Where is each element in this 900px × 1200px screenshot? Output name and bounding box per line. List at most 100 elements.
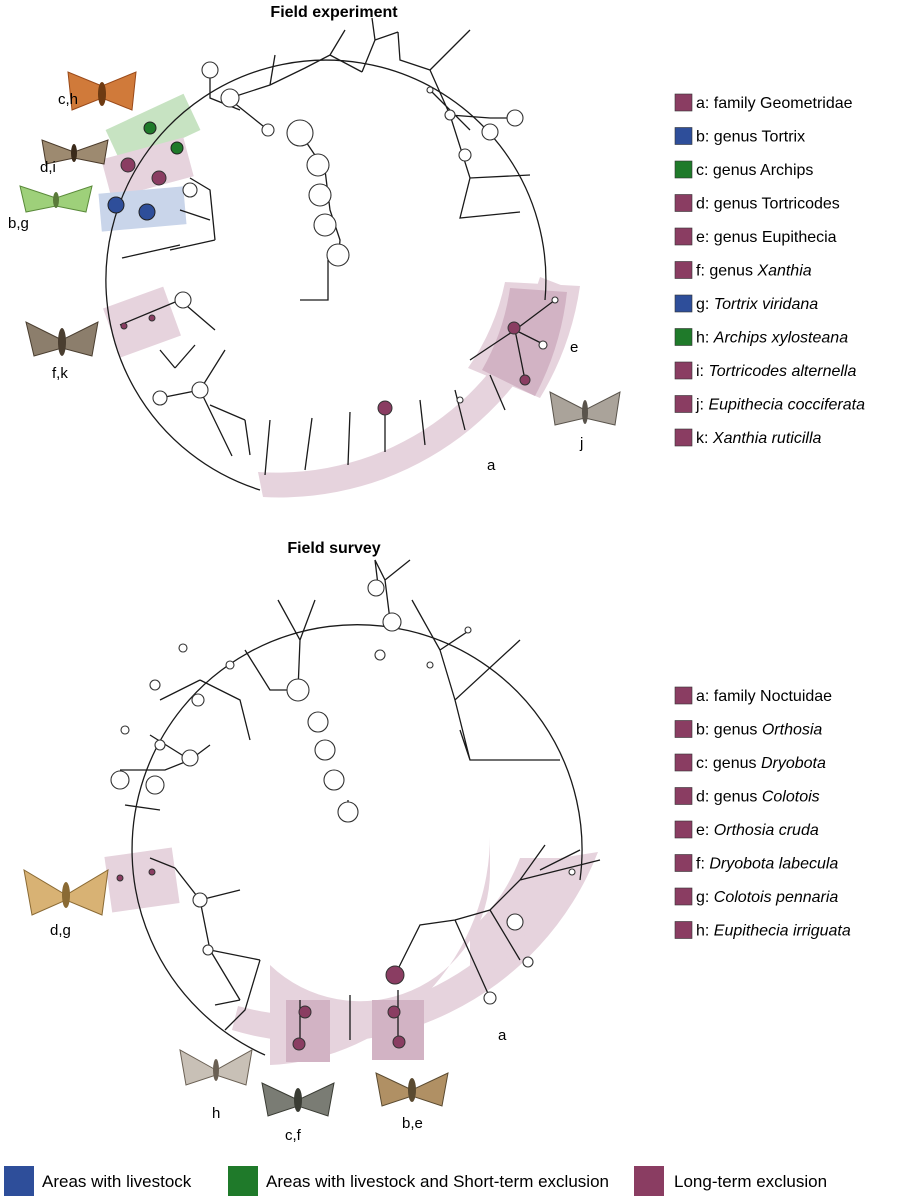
clade-label-e: e: [570, 339, 578, 356]
legend-taxon: Eupithecia irriguata: [714, 923, 851, 940]
survey-hit-node-a: [385, 965, 405, 985]
experiment-highlights: [98, 93, 580, 498]
node: [426, 661, 434, 669]
node: [444, 109, 456, 121]
legend-taxon: Tortricodes alternella: [708, 363, 856, 380]
hit-node-h: [170, 141, 184, 155]
legend-swatch-short-term: [228, 1166, 258, 1196]
legend-key: a:: [696, 688, 714, 705]
experiment-title: Field experiment: [270, 4, 398, 21]
node: [337, 801, 359, 823]
legend-taxon: Tortrix viridana: [714, 296, 818, 313]
moth-label-j: j: [579, 435, 583, 452]
node: [192, 892, 208, 908]
legend-swatch: [674, 194, 693, 212]
survey-highlights: [104, 832, 598, 1065]
legend-swatch: [674, 261, 693, 279]
legend-swatch: [674, 428, 693, 447]
survey-moths: [23, 869, 449, 1117]
survey-hit-node-g: [148, 868, 156, 876]
legend-rank: family: [714, 688, 760, 705]
experiment-panel: Field experiment: [8, 4, 865, 498]
legend-key: c:: [696, 755, 713, 772]
legend-taxon: Colotois: [762, 789, 820, 806]
legend-key: g:: [696, 889, 714, 906]
legend-rank: genus: [709, 263, 757, 280]
node: [374, 649, 386, 661]
legend-key: d:: [696, 196, 714, 213]
node: [152, 390, 168, 406]
legend-taxon: Eupithecia cocciferata: [708, 397, 865, 414]
clade-label-a: a: [487, 457, 496, 474]
legend-entry: e: Orthosia cruda: [696, 822, 819, 839]
legend-rank: genus: [714, 789, 762, 806]
survey-hit-node-f: [292, 1037, 306, 1051]
moth-image-di: [41, 139, 109, 165]
legend-key: c:: [696, 162, 713, 179]
moth-image-h: [179, 1049, 253, 1086]
moth-image-fk: [25, 321, 99, 357]
legend-rank: genus: [713, 162, 760, 179]
legend-entry: g: Tortrix viridana: [696, 296, 818, 313]
branch: [300, 260, 329, 301]
node: [178, 643, 188, 653]
legend-taxon: Colotois pennaria: [714, 889, 839, 906]
node: [314, 739, 336, 761]
legend-key: k:: [696, 430, 713, 447]
node: [481, 123, 499, 141]
moth-label-bg: b,g: [8, 215, 29, 232]
hit-node-f: [120, 322, 128, 330]
clade-di-shade: [101, 137, 194, 199]
legend-swatch: [674, 820, 693, 839]
node: [202, 944, 214, 956]
node: [313, 213, 337, 237]
moth-label-fk: f,k: [52, 365, 68, 382]
legend-swatch: [674, 361, 693, 380]
legend-taxon: Archips xylosteana: [713, 330, 848, 347]
legend-taxon: Dryobota: [761, 755, 826, 772]
legend-swatch: [674, 720, 693, 738]
node: [149, 679, 161, 691]
node: [568, 868, 576, 876]
legend-swatch: [674, 93, 693, 112]
node: [506, 913, 524, 931]
survey-legend: a: family Noctuidae b: genus Orthosia c: g…: [674, 686, 851, 940]
legend-label-short-term: Areas with livestock and Short-term excl…: [266, 1172, 609, 1191]
legend-swatch: [674, 753, 693, 772]
branch-group: [229, 17, 531, 219]
hit-node-a: [377, 400, 393, 416]
survey-hit-node-b: [387, 1005, 401, 1019]
node: [182, 182, 198, 198]
node: [306, 153, 330, 177]
legend-entry: f: Dryobota labecula: [696, 856, 838, 873]
node: [181, 749, 199, 767]
moth-label-di: d,i: [40, 159, 56, 176]
legend-taxon: Xanthia ruticilla: [712, 430, 822, 447]
legend-key: h:: [696, 330, 714, 347]
legend-swatch-long-term: [634, 1166, 664, 1196]
node: [110, 770, 130, 790]
moth-label-dg: d,g: [50, 922, 71, 939]
legend-swatch-livestock: [4, 1166, 34, 1196]
moth-image-j: [549, 391, 621, 426]
legend-entry: d: genus Colotois: [696, 789, 820, 806]
node: [225, 660, 235, 670]
legend-taxon: Noctuidae: [760, 688, 832, 705]
legend-entry: h: Eupithecia irriguata: [696, 923, 851, 940]
node: [220, 88, 240, 108]
hit-node-k: [148, 314, 156, 322]
legend-entry: b: genus Tortrix: [696, 129, 805, 146]
legend-entry: b: genus Orthosia: [696, 722, 822, 739]
survey-nodes: [110, 579, 576, 1051]
moth-image-cf: [261, 1082, 335, 1117]
legend-entry: d: genus Tortricodes: [696, 196, 840, 213]
node: [323, 769, 345, 791]
legend-entry: h: Archips xylosteana: [696, 330, 848, 347]
legend-taxon: Geometridae: [760, 95, 853, 112]
node: [456, 396, 464, 404]
legend-entry: i: Tortricodes alternella: [696, 363, 856, 380]
node: [286, 678, 310, 702]
node: [145, 775, 165, 795]
node: [538, 340, 548, 350]
